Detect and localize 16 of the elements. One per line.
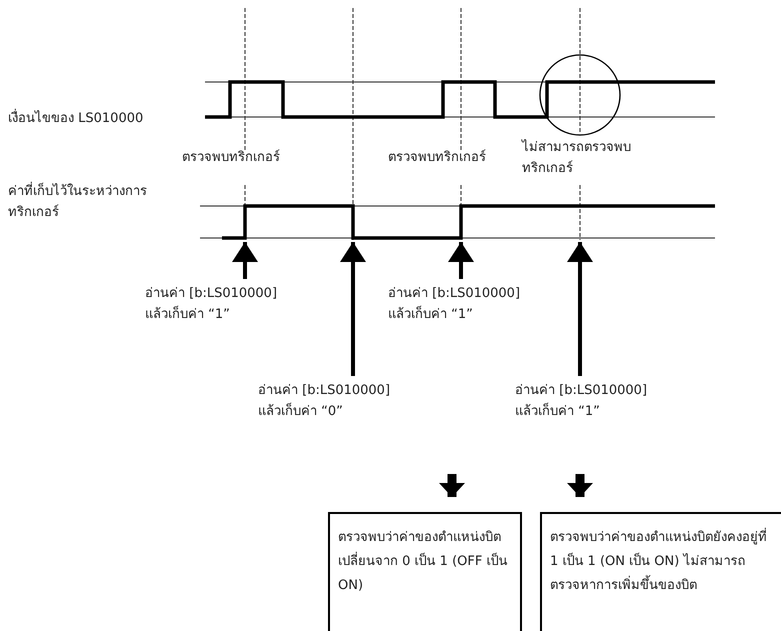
text-label: ไม่สามารถตรวจพบทริกเกอร์: [522, 138, 632, 178]
arrow: [567, 474, 593, 497]
arrow: [448, 242, 474, 279]
result-box: ตรวจพบว่าค่าของตำแหน่งบิตเปลี่ยนจาก 0 เป็น 1 (OFF เป็น ON): [328, 512, 522, 631]
read-note: อ่านค่า [b:LS010000] แล้วเก็บค่า “0”: [258, 380, 408, 422]
read-note: อ่านค่า [b:LS010000] แล้วเก็บค่า “1”: [515, 380, 665, 422]
text-label: ค่าที่เก็บไว้ในระหว่างการทริกเกอร์: [8, 181, 148, 223]
text-label: เงื่อนไขของ LS010000: [8, 108, 208, 129]
read-note: อ่านค่า [b:LS010000] แล้วเก็บค่า “1”: [145, 283, 295, 325]
arrow: [439, 474, 465, 497]
text-label: ตรวจพบทริกเกอร์: [182, 148, 281, 167]
arrow: [567, 242, 593, 376]
arrow: [232, 242, 258, 279]
read-note: อ่านค่า [b:LS010000] แล้วเก็บค่า “1”: [388, 283, 538, 325]
result-box: ตรวจพบว่าค่าของตำแหน่งบิตยังคงอยู่ที่ 1 เป็น 1 (ON เป็น ON) ไม่สามารถตรวจหาการเพิ่มขึ้นของบิต: [540, 512, 781, 631]
arrow: [340, 242, 366, 376]
